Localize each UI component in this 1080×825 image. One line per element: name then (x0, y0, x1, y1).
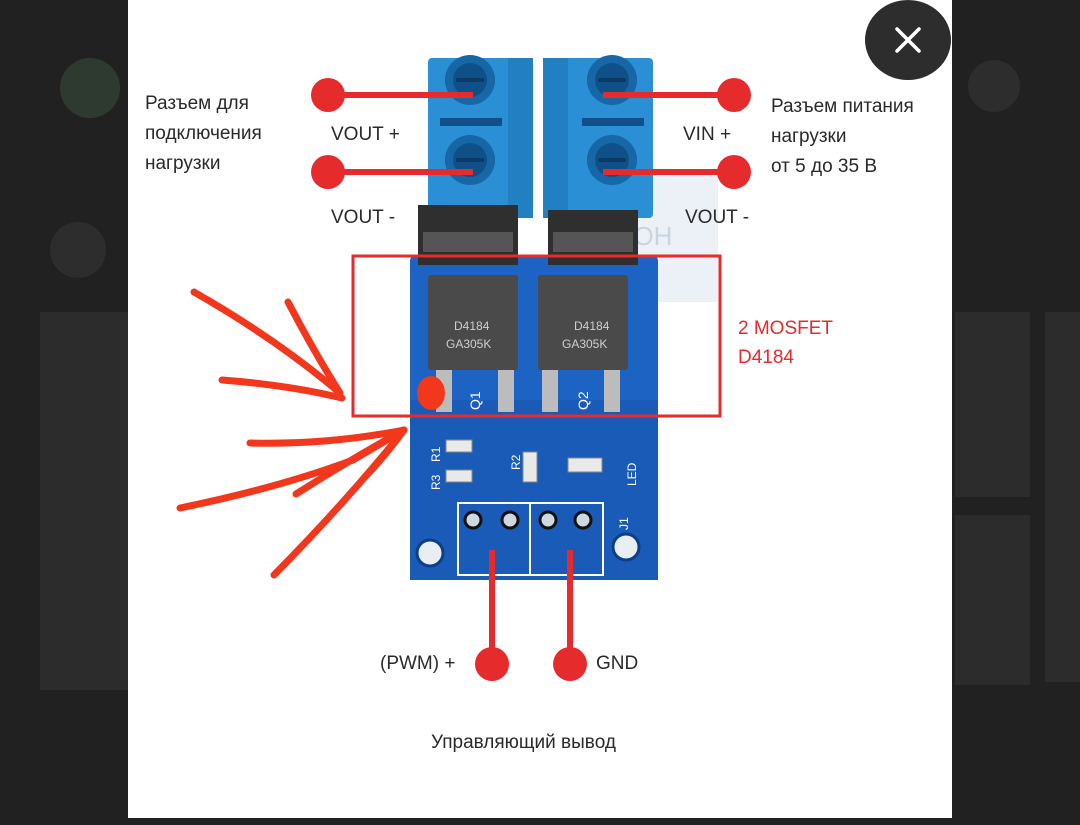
pin-hole (573, 510, 593, 530)
chip-marking: GA305K (562, 337, 607, 351)
mosfet-chip-q2 (538, 275, 628, 370)
chip-marking: GA305K (446, 337, 491, 351)
pointer-dot (311, 155, 345, 189)
arrow-stroke (190, 288, 344, 397)
label-gnd: GND (596, 653, 639, 674)
pointer-dot (717, 155, 751, 189)
pin-hole (500, 510, 520, 530)
hand-drawn-arrows (176, 288, 408, 579)
mosfet-tab (553, 232, 633, 252)
mosfet-tab (423, 232, 513, 252)
label-power-connector: Разъем питания нагрузки от 5 до 35 В (771, 96, 914, 177)
mosfet-lead (498, 370, 514, 412)
label-mosfet-model: D4184 (738, 347, 794, 368)
silkscreen-r1: R1 (429, 446, 443, 462)
mosfet-lead (542, 370, 558, 412)
marker-blob (417, 376, 445, 410)
arrow-stroke (218, 376, 346, 402)
pin-hole (463, 510, 483, 530)
chip-marking: D4184 (574, 319, 610, 333)
mosfet-chip-q1 (428, 275, 518, 370)
resistor-r2 (522, 451, 538, 483)
label-mosfet-count: 2 MOSFET (738, 318, 834, 339)
resistor-r3 (445, 469, 473, 483)
terminal-side (508, 58, 533, 218)
terminal-separator (582, 118, 644, 126)
pointer-dot (553, 647, 587, 681)
image-viewer: GIOH D4184 GA305K D4184 (128, 0, 952, 818)
background-avatar (50, 222, 106, 278)
mounting-hole (415, 538, 445, 568)
arrow-stroke (292, 426, 408, 498)
arrow-stroke (284, 298, 344, 397)
resistor-r1 (445, 439, 473, 453)
close-icon (895, 27, 921, 53)
pointer-dot (717, 78, 751, 112)
label-control-pin: Управляющий вывод (431, 732, 616, 753)
pointer-dot (475, 647, 509, 681)
label-pwm: (PWM) + (380, 653, 456, 674)
silkscreen-j1: J1 (617, 517, 631, 530)
background-card (40, 312, 128, 690)
arrow-stroke (246, 426, 408, 447)
close-button[interactable] (865, 0, 951, 80)
background-avatar (968, 60, 1020, 112)
label-load-connector: Разъем для подключения нагрузки (145, 93, 262, 174)
chip-marking: D4184 (454, 319, 490, 333)
pointer-dot (311, 78, 345, 112)
mosfet-highlight-box (351, 254, 722, 418)
background-avatar (60, 58, 120, 118)
label-vout-minus-left: VOUT - (331, 207, 396, 228)
background-card (1045, 312, 1080, 682)
terminal-separator (440, 118, 502, 126)
arrow-stroke (360, 426, 408, 482)
silkscreen-q1: Q1 (467, 391, 483, 410)
terminal-side (543, 58, 568, 218)
label-vin-plus: VIN + (683, 124, 732, 145)
mounting-hole (611, 532, 641, 562)
led-component (567, 457, 603, 473)
pin-hole (538, 510, 558, 530)
label-vout-minus-right: VOUT - (685, 207, 750, 228)
background-card (955, 312, 1030, 497)
silkscreen-q2: Q2 (575, 391, 591, 410)
label-vout-plus: VOUT + (331, 124, 400, 145)
mosfet-module-photo: GIOH D4184 GA305K D4184 (176, 55, 751, 681)
silkscreen-r3: R3 (429, 474, 443, 490)
silkscreen-led: LED (625, 462, 639, 486)
silkscreen-r2: R2 (509, 454, 523, 470)
mosfet-lead (604, 370, 620, 412)
background-card (955, 515, 1030, 685)
